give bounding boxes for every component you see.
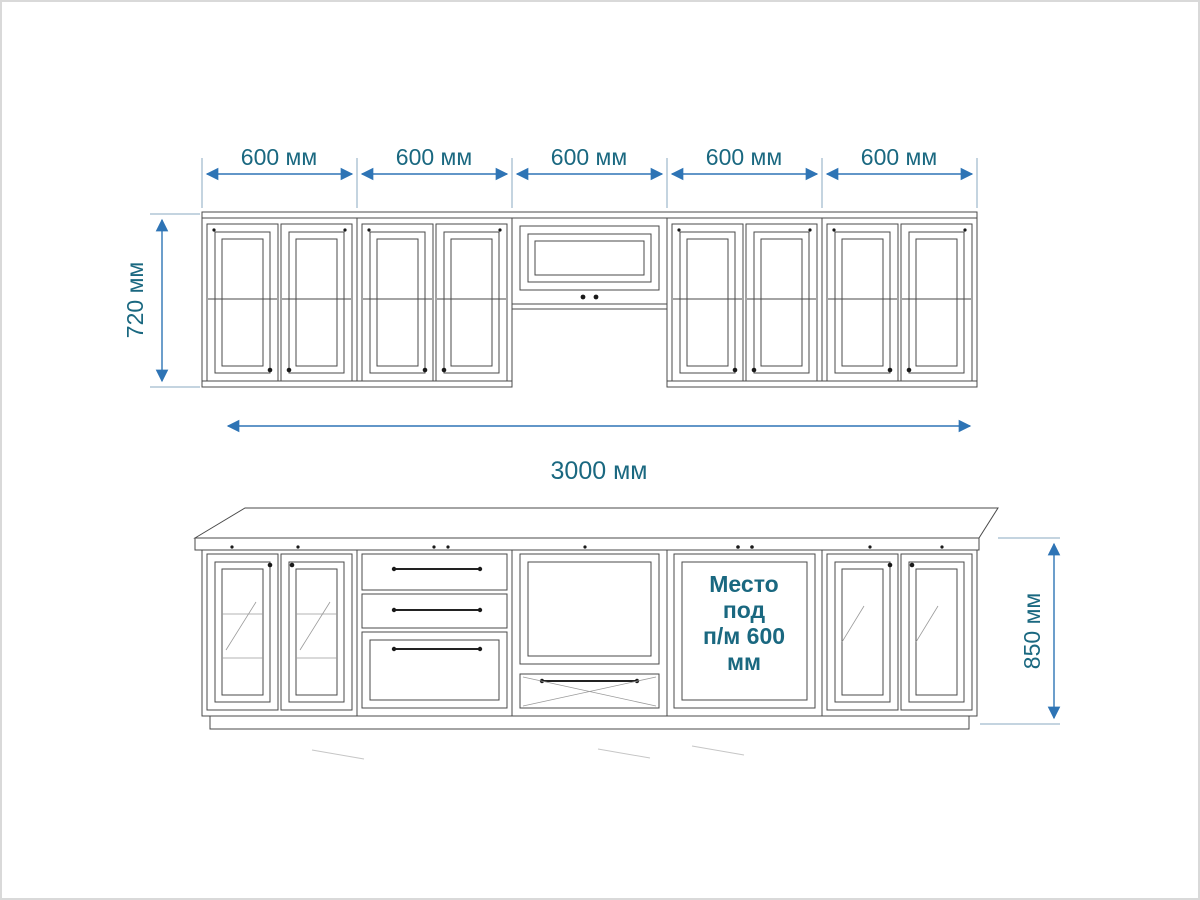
lower-section-glass-doors: [206, 553, 353, 711]
upper-door: [826, 223, 899, 382]
countertop-edge: [194, 537, 980, 551]
upper-door: [280, 223, 353, 382]
total-width-dimension: 3000 мм: [226, 419, 972, 485]
floor-marks: [311, 745, 745, 760]
upper-door: [361, 223, 434, 382]
lower-section-dishwasher-space: Место под п/м 600 мм: [673, 545, 816, 709]
upper-door: [206, 223, 279, 382]
upper-door: [900, 223, 973, 382]
dishwasher-note-line-1: Место: [709, 571, 778, 597]
countertop: [193, 507, 999, 539]
dimension-total-width: 3000 мм: [551, 457, 648, 485]
upper-door: [435, 223, 508, 382]
upper-door-handles: [267, 367, 912, 373]
dimension-upper-width-5: 600 мм: [861, 144, 937, 170]
dishwasher-note-line-3: п/м 600: [703, 623, 785, 649]
lower-section-oven: [519, 553, 660, 709]
drawer-top: [361, 553, 508, 591]
dimension-upper-height: 720 мм: [122, 262, 148, 338]
dimension-upper-width-2: 600 мм: [396, 144, 472, 170]
lower-hinge-marks: [230, 545, 944, 549]
lower-cabinets: Место под п/м 600 мм: [193, 507, 999, 760]
hood-door-handle: [580, 294, 586, 300]
dimension-upper-width-4: 600 мм: [706, 144, 782, 170]
dimension-upper-width-3: 600 мм: [551, 144, 627, 170]
plinth: [209, 715, 970, 730]
upper-hinge-marks: [212, 228, 967, 232]
upper-hood-cabinet: [511, 217, 668, 310]
oven-front: [519, 553, 660, 665]
dimension-lower-height: 850 мм: [1019, 593, 1045, 669]
hood-door-handle: [593, 294, 599, 300]
upper-cabinet-top-panel: [201, 211, 978, 219]
upper-door: [671, 223, 744, 382]
upper-cabinets: [201, 211, 978, 388]
lower-section-doors: [826, 553, 973, 711]
upper-door: [745, 223, 818, 382]
oven-lower-drawer: [519, 673, 660, 709]
dimension-upper-width-1: 600 мм: [241, 144, 317, 170]
dishwasher-note-line-2: под: [723, 597, 766, 623]
dishwasher-note-line-4: мм: [727, 649, 761, 675]
upper-height-dimension: 720 мм: [122, 213, 200, 388]
lower-height-dimension: 850 мм: [980, 537, 1061, 725]
lower-section-drawers: [361, 553, 508, 709]
drawer-bottom: [361, 631, 508, 709]
upper-width-dimensions: 600 мм 600 мм 600 мм 600 мм 600 мм: [201, 144, 978, 208]
